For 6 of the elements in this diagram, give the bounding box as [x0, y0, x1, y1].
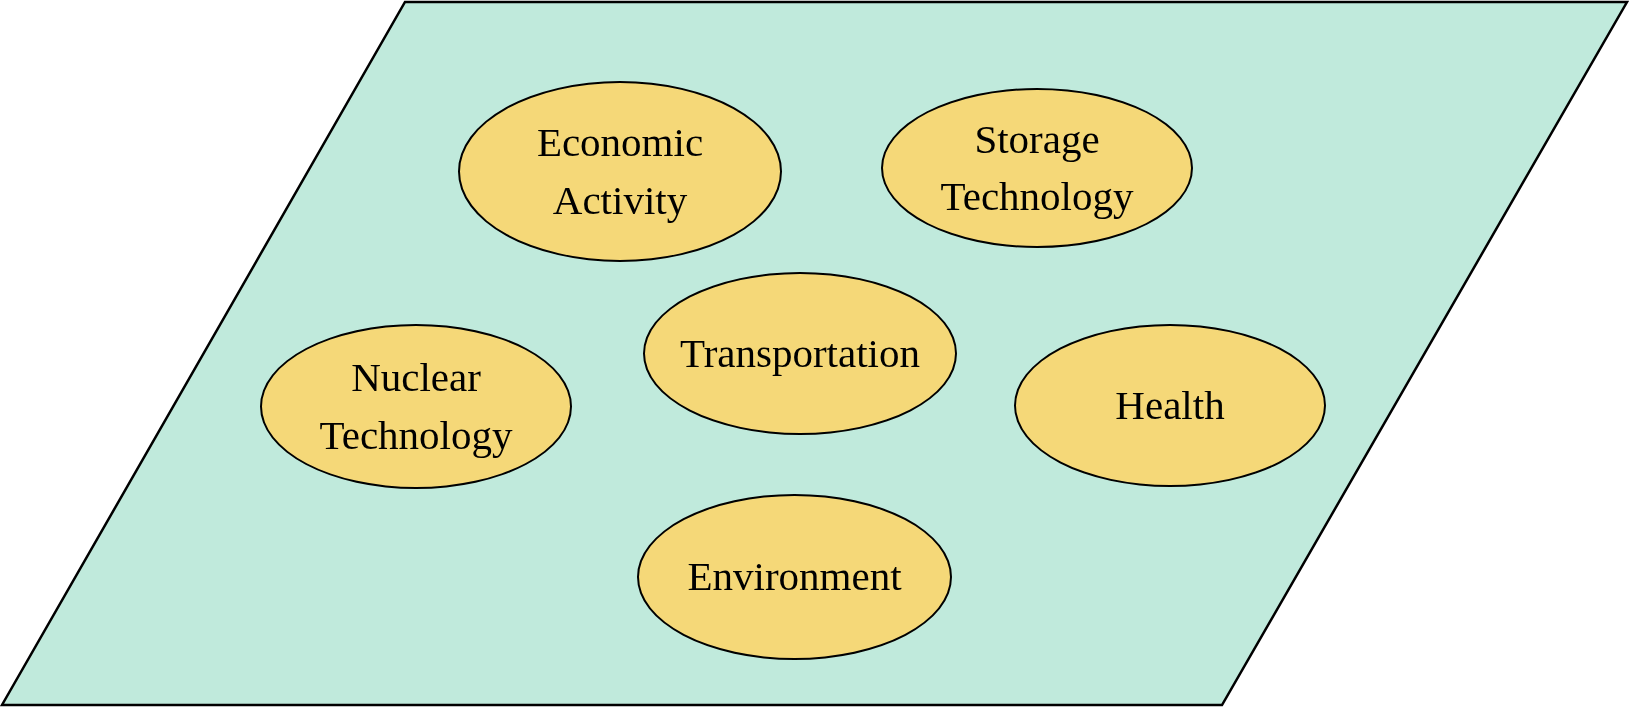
node-label: Health [1115, 380, 1225, 430]
node-label: Economic Activity [535, 118, 705, 225]
node-label: Environment [687, 552, 902, 602]
node-label: Storage Technology [939, 114, 1135, 221]
node-label: Nuclear Technology [318, 353, 514, 460]
node-label: Transportation [680, 328, 920, 378]
